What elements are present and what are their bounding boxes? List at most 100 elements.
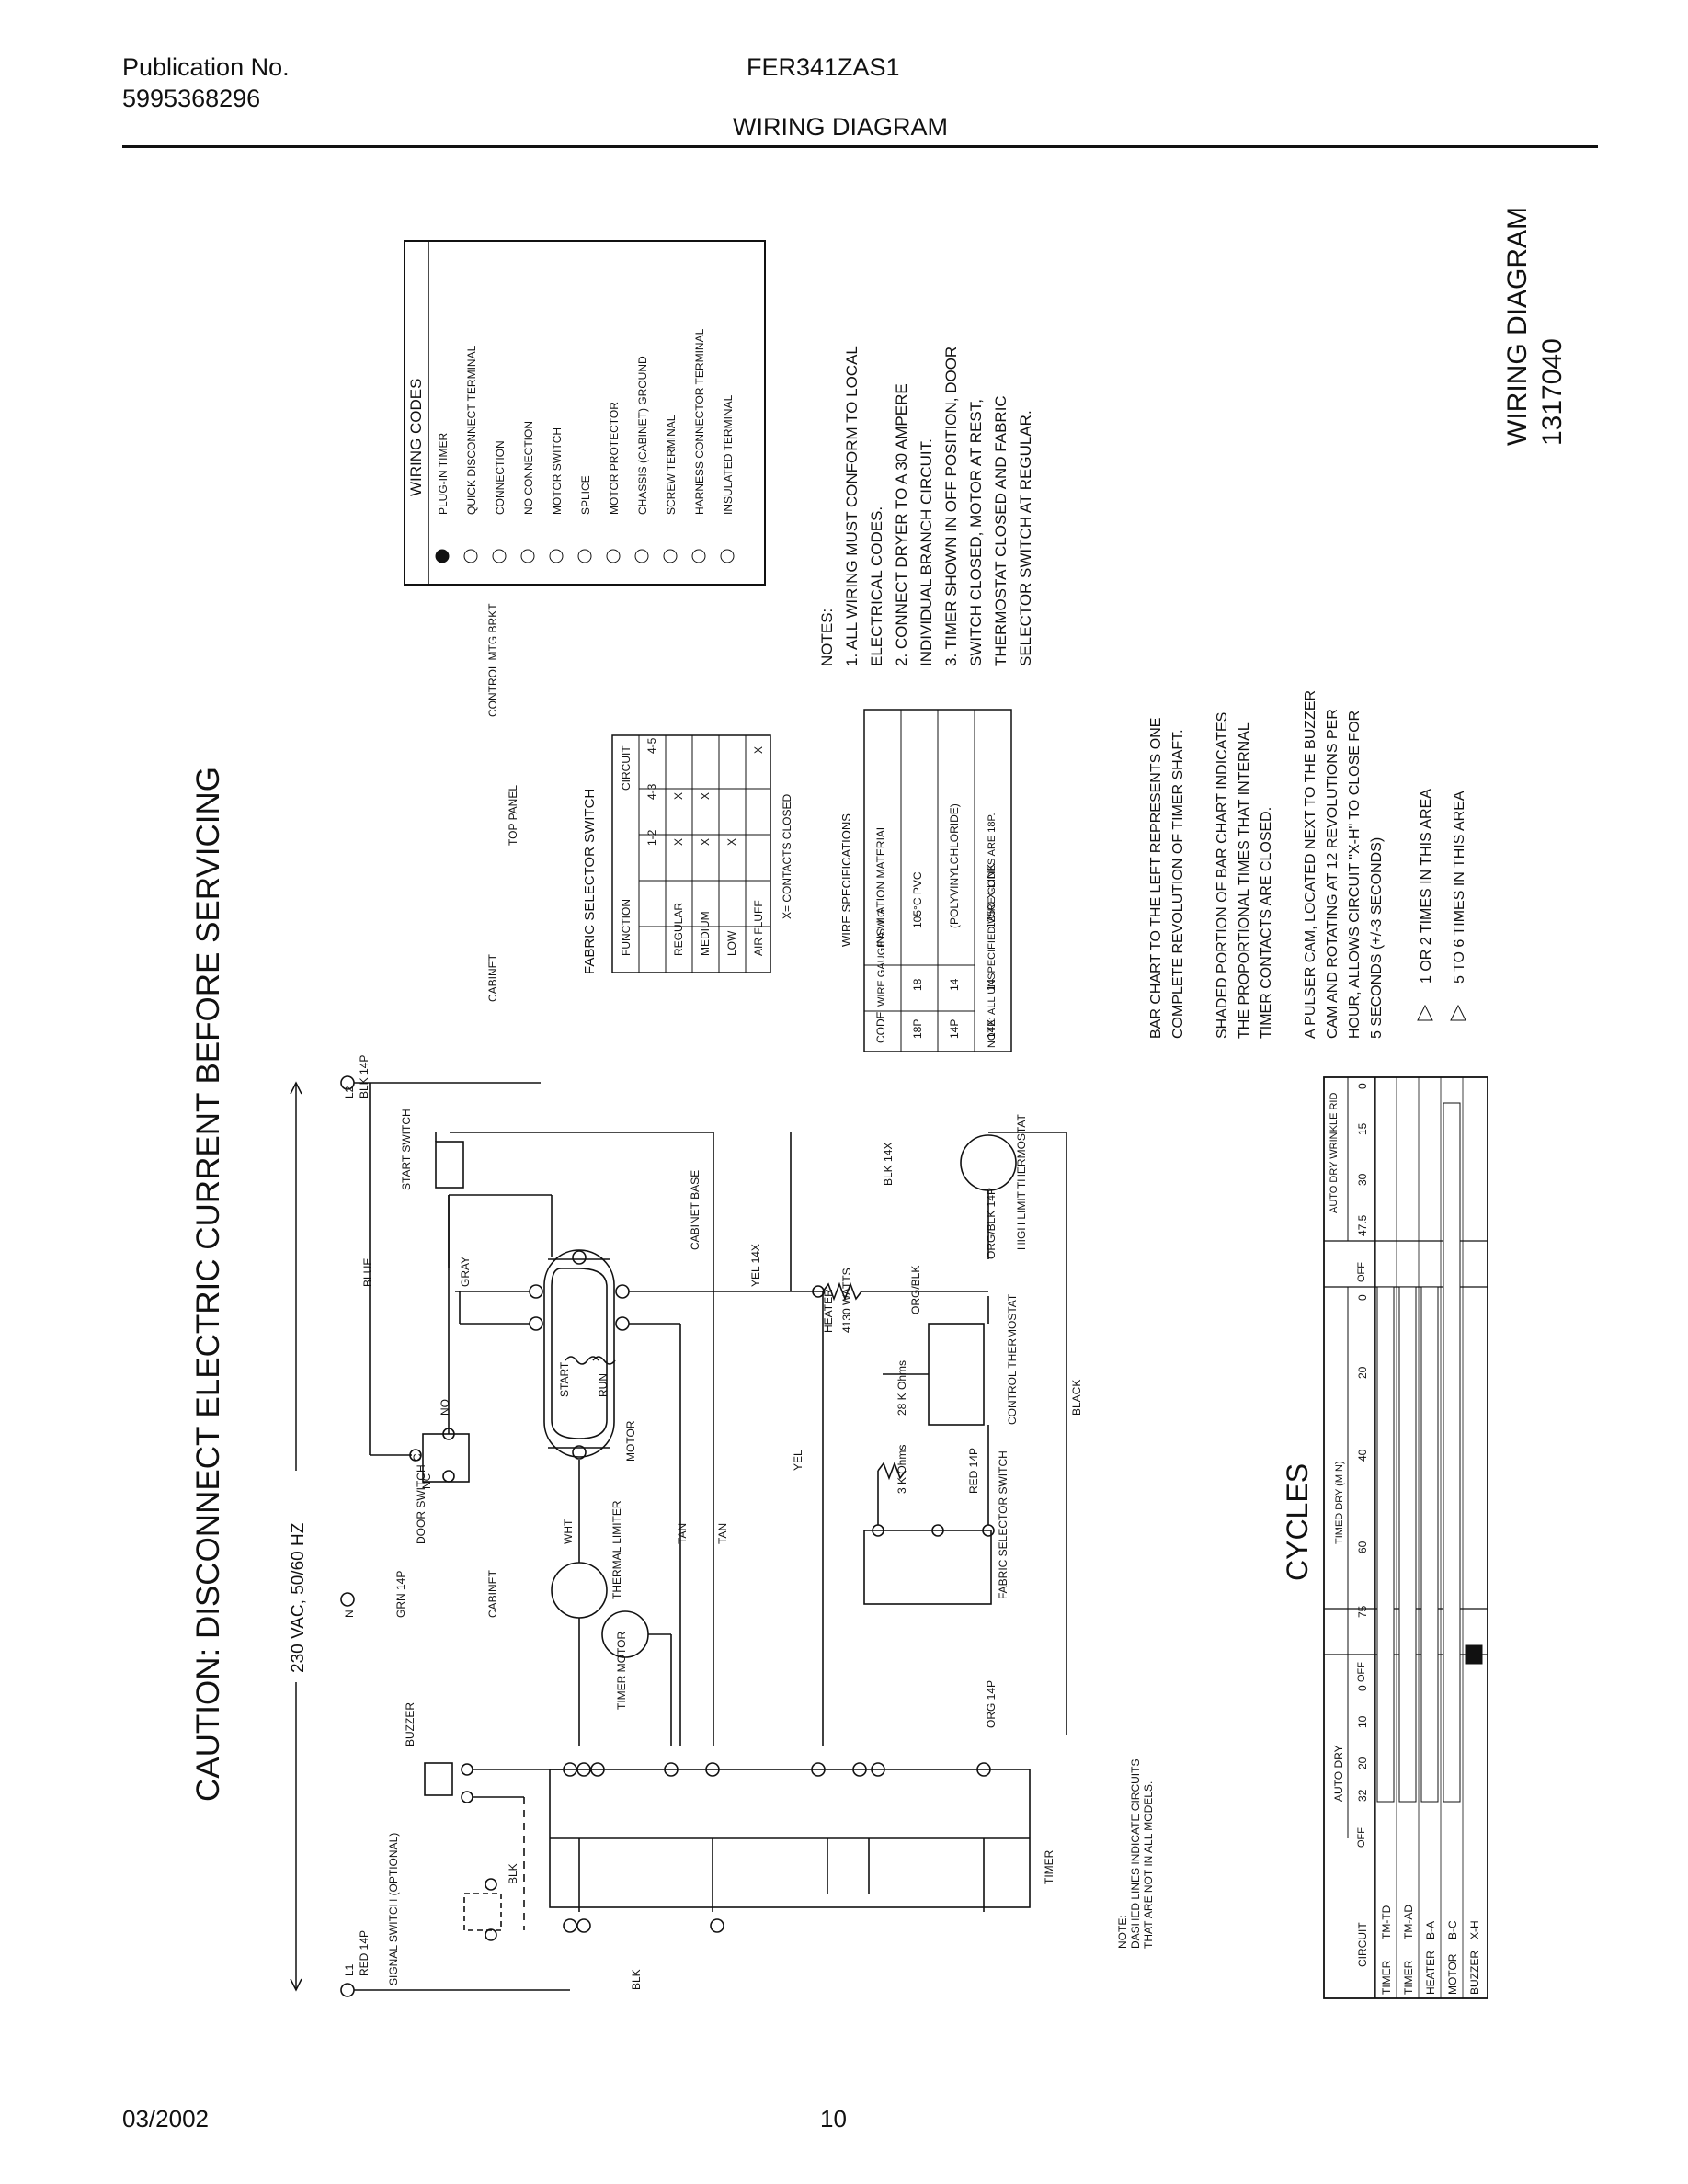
wiring-code-item: HARNESS CONNECTOR TERMINAL	[693, 328, 706, 515]
side-title-line2: 1317040	[1537, 338, 1568, 446]
bar-chart-note-line: THE PROPORTIONAL TIMES THAT INTERNAL	[1237, 722, 1252, 1039]
cycles-row-name: BUZZER	[1468, 1951, 1481, 1995]
label-timer-motor: TIMER MOTOR	[615, 1632, 628, 1710]
fabric-selector-title: FABRIC SELECTOR SWITCH	[582, 789, 598, 974]
cycles-row-circuit: TM-TD	[1380, 1905, 1393, 1939]
label-blk: BLK	[507, 1863, 519, 1884]
cycles-off-label: OFF	[1356, 1827, 1367, 1848]
label-heater: HEATER	[822, 1289, 835, 1333]
fabric-row-function: LOW	[725, 930, 738, 956]
label-cabinet: CABINET	[486, 953, 499, 1002]
label-run: RUN	[597, 1373, 610, 1397]
notes-line: 2. CONNECT DRYER TO A 30 AMPERE	[893, 383, 910, 666]
fabric-selector-switch	[863, 1530, 992, 1605]
fabric-cell: X	[699, 792, 712, 800]
wire-cell-gauge: 18	[911, 978, 924, 991]
bar-chart-note-line: BAR CHART TO THE LEFT REPRESENTS ONE	[1148, 718, 1164, 1039]
label-fabric-sw: FABRIC SELECTOR SWITCH	[997, 1450, 1009, 1599]
notes-line: ELECTRICAL CODES.	[868, 506, 885, 666]
control-thermostat	[928, 1323, 985, 1426]
label-timer: TIMER	[1043, 1849, 1055, 1884]
header-rule	[122, 145, 1598, 148]
cycles-bar	[1398, 1286, 1417, 1803]
label-blk: BLK	[630, 1969, 643, 1990]
cycles-row-name: TIMER	[1402, 1960, 1415, 1995]
supply-label: 230 VAC, 50/60 HZ	[289, 1522, 308, 1673]
notes-line: 3. TIMER SHOWN IN OFF POSITION, DOOR	[942, 347, 960, 666]
label-buzzer: BUZZER	[404, 1702, 416, 1746]
label-l1: L1	[343, 1963, 356, 1976]
cycles-tick: 75	[1356, 1605, 1369, 1618]
wire-cell-code: 14X	[985, 1019, 998, 1039]
publication-number: 5995368296	[122, 85, 261, 112]
fabric-selector-table: FABRIC SELECTOR SWITCH FUNCTIONCIRCUIT1-…	[582, 734, 793, 974]
publication-label: Publication No.	[122, 53, 290, 81]
cycles-bar	[1465, 1644, 1483, 1665]
high-limit-thermostat	[960, 1134, 1017, 1191]
cycles-off-label: OFF	[1356, 1262, 1367, 1282]
cycles-section-timed-dry: TIMED DRY (MIN)	[1334, 1461, 1345, 1544]
cycles-row-circuit: X-H	[1468, 1920, 1481, 1939]
wiring-code-item: PLUG-IN TIMER	[437, 433, 450, 515]
label-nc: NC	[420, 1473, 433, 1489]
fabric-row-function: MEDIUM	[699, 911, 712, 956]
wiring-code-symbol-icon	[463, 549, 478, 563]
cycles-section-wrinkle: AUTO DRY WRINKLE RID	[1329, 1093, 1340, 1213]
wire-cell-gauge: 14	[948, 978, 961, 991]
bar-chart-note-line: A PULSER CAM, LOCATED NEXT TO THE BUZZER	[1303, 690, 1318, 1039]
bar-chart-note-line: CAM AND ROTATING AT 12 REVOLUTIONS PER	[1325, 709, 1340, 1039]
dashed-note-line: DASHED LINES INDICATE CIRCUITS	[1129, 1759, 1142, 1949]
wire-cell-material: (POLYVINYLCHLORIDE)	[948, 803, 961, 928]
wiring-code-symbol-icon	[549, 549, 564, 563]
wiring-codes-list: PLUG-IN TIMER QUICK DISCONNECT TERMINAL CO…	[435, 328, 735, 563]
fabric-row-function: AIR FLUFF	[752, 900, 765, 956]
notes-line: 1. ALL WIRING MUST CONFORM TO LOCAL	[843, 346, 861, 666]
label-blk14x: BLK 14X	[882, 1143, 895, 1186]
wiring-code-item: INSULATED TERMINAL	[722, 394, 735, 515]
wiring-code-symbol-icon	[606, 549, 621, 563]
cycles-tick: 60	[1356, 1541, 1369, 1553]
label-start: START	[558, 1361, 571, 1397]
label-k3: 3 K Ohms	[895, 1445, 908, 1494]
cycles-tick: 0	[1356, 1685, 1369, 1691]
label-grn14p: GRN 14P	[394, 1571, 407, 1618]
notes-line: SWITCH CLOSED, MOTOR AT REST,	[967, 399, 985, 666]
notes-line: SELECTOR SWITCH AT REGULAR.	[1017, 410, 1034, 666]
wiring-code-symbol-icon	[634, 549, 649, 563]
cycles-off-label: OFF	[1356, 1662, 1367, 1682]
thermal-limiter	[551, 1562, 608, 1619]
wiring-code-item: SPLICE	[579, 475, 592, 515]
wire-specs-title: WIRE SPECIFICATIONS	[839, 813, 853, 947]
cycles-row-circuit: TM-AD	[1402, 1905, 1415, 1939]
cycles-tick: 47.5	[1356, 1214, 1369, 1236]
buzzer	[424, 1762, 453, 1796]
notes-block: NOTES:1. ALL WIRING MUST CONFORM TO LOCA…	[818, 346, 1034, 666]
label-black: BLACK	[1070, 1380, 1083, 1416]
label-signal-switch: SIGNAL SWITCH (OPTIONAL)	[387, 1833, 400, 1985]
label-motor: MOTOR	[624, 1420, 637, 1462]
cycles-row-name: TIMER	[1380, 1960, 1393, 1995]
fabric-cell: X	[725, 838, 738, 846]
label-cabinet-base: CABINET BASE	[689, 1170, 701, 1250]
notes-line: THERMOSTAT CLOSED AND FABRIC	[992, 395, 1009, 666]
cycles-row-name: MOTOR	[1446, 1953, 1459, 1995]
bar-chart-notes: BAR CHART TO THE LEFT REPRESENTS ONE COMP…	[1148, 690, 1467, 1039]
cycles-tick: 40	[1356, 1449, 1369, 1462]
wire-header-insulation: INSULATION MATERIAL	[874, 824, 887, 947]
wiring-code-item: CONNECTION	[494, 440, 507, 515]
supply-dimension: 230 VAC, 50/60 HZ	[285, 1081, 308, 1992]
marker-b-icon	[1450, 1004, 1466, 1021]
bar-chart-note-line: COMPLETE REVOLUTION OF TIMER SHAFT.	[1170, 729, 1186, 1039]
pulse-note: 5 TO 6 TIMES IN THIS AREA	[1452, 791, 1467, 984]
footer-date: 03/2002	[122, 2105, 209, 2133]
notes-line: INDIVIDUAL BRANCH CIRCUIT.	[918, 438, 935, 666]
cycles-circuit-label: CIRCUIT	[1356, 1922, 1369, 1967]
wiring-code-symbol-icon	[691, 549, 706, 563]
page-subtitle: WIRING DIAGRAM	[733, 113, 948, 141]
wiring-code-item: QUICK DISCONNECT TERMINAL	[465, 345, 478, 515]
fabric-header-circuit: CIRCUIT	[620, 745, 633, 791]
wire-specs-note: NOTE: ALL UNSPECIFIED WIRE CODES ARE 18P…	[987, 813, 998, 1048]
